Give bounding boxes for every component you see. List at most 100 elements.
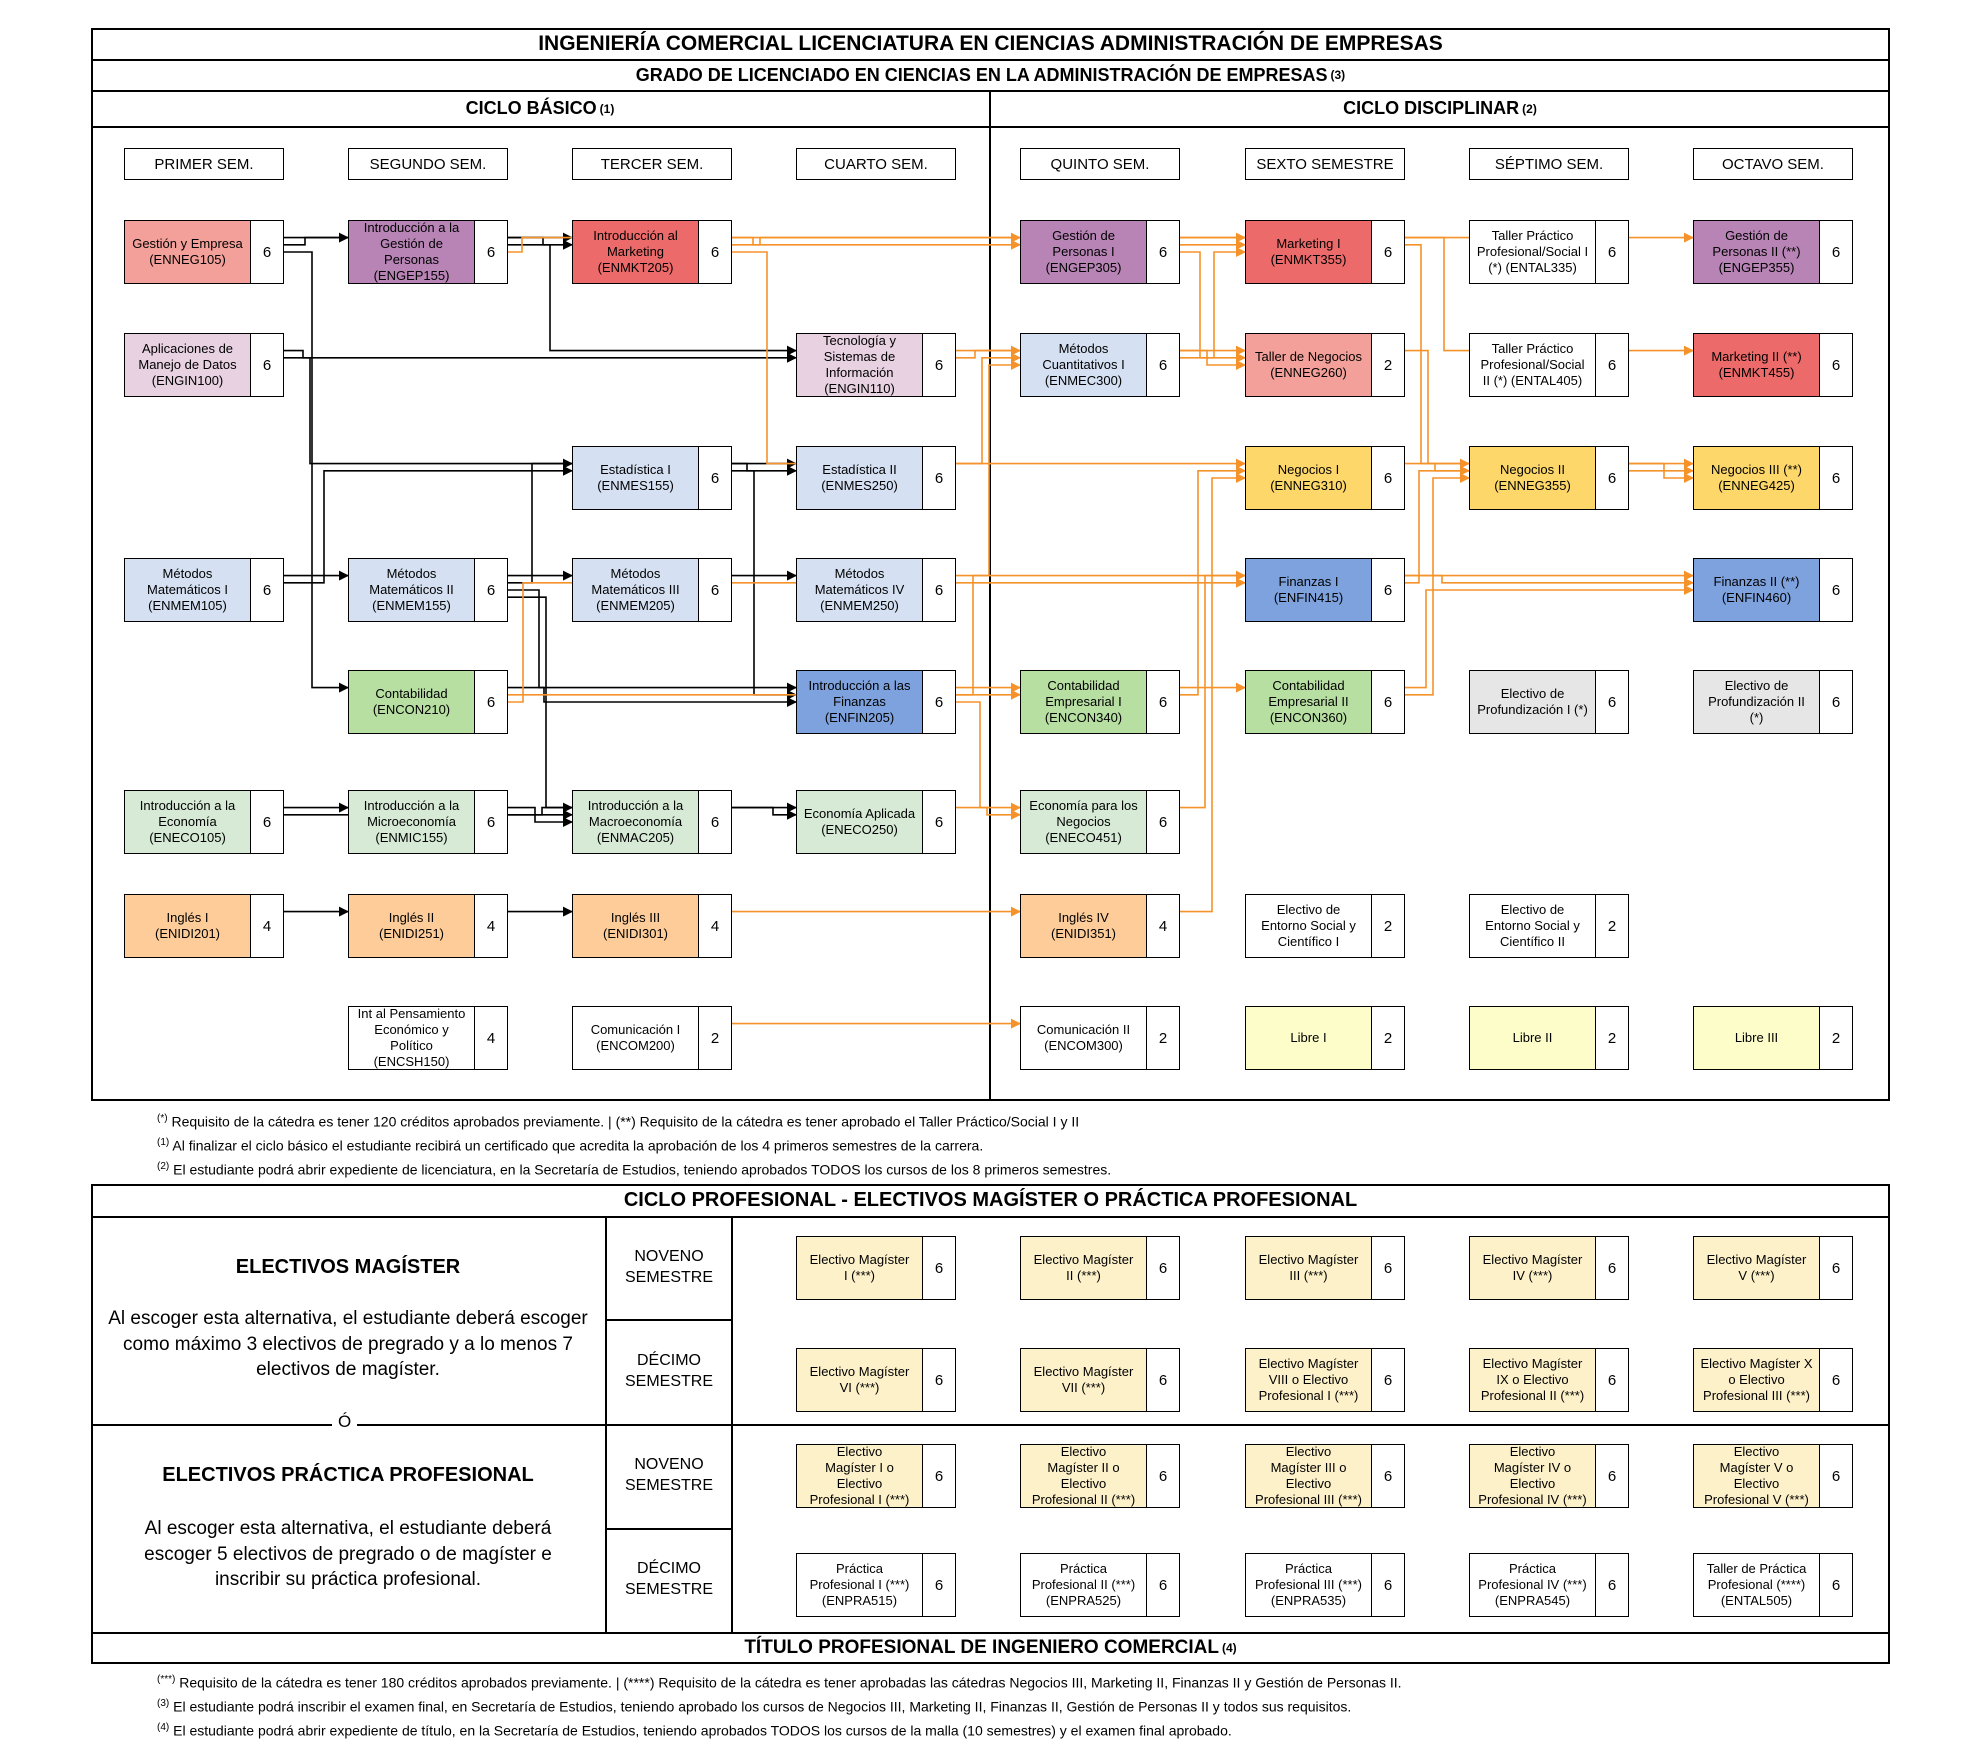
course-credits: 6 <box>1819 671 1852 733</box>
course-credits: 6 <box>698 791 731 853</box>
course-credits: 6 <box>1371 559 1404 621</box>
course-credits: 6 <box>1146 671 1179 733</box>
course-credits: 6 <box>474 559 507 621</box>
or-separator: Ó <box>332 1412 358 1432</box>
semester-header: CUARTO SEM. <box>796 148 956 180</box>
course-encom300: Comunicación II(ENCOM300)2 <box>1020 1006 1180 1070</box>
course-credits: 6 <box>922 1237 955 1299</box>
footnote-text: Requisito de la cátedra es tener 180 cré… <box>175 1674 1402 1691</box>
course-credits: 6 <box>1371 1445 1404 1507</box>
course-credits: 6 <box>250 559 283 621</box>
course-name: Inglés I(ENIDI201) <box>125 895 250 957</box>
course-enmkt355: Marketing I(ENMKT355)6 <box>1245 220 1405 284</box>
course-credits: 6 <box>1819 1237 1852 1299</box>
course-enmkt455: Marketing II (**)(ENMKT455)6 <box>1693 333 1853 397</box>
course-credits: 6 <box>922 1349 955 1411</box>
course-enneg105: Gestión y Empresa(ENNEG105)6 <box>124 220 284 284</box>
prerequisite-arrow <box>284 465 573 584</box>
course-credits: 6 <box>1595 1349 1628 1411</box>
course-credits: 6 <box>1819 1445 1852 1507</box>
prerequisite-arrow <box>284 357 573 469</box>
course-credits: 2 <box>1146 1007 1179 1069</box>
course-credits: 2 <box>1371 1007 1404 1069</box>
cycle-divider <box>989 91 991 1100</box>
prerequisite-arrow <box>956 352 1021 465</box>
prerequisite-arrow <box>732 251 1246 469</box>
subtitle: GRADO DE LICENCIADO EN CIENCIAS EN LA AD… <box>635 64 1346 85</box>
course-credits: 6 <box>922 1554 955 1616</box>
course-name: Comunicación II(ENCOM300) <box>1021 1007 1146 1069</box>
course-credits: 6 <box>1595 671 1628 733</box>
prerequisite-arrow <box>1629 462 1694 483</box>
course-credits: 6 <box>1595 1554 1628 1616</box>
practica-description: Al escoger esta alternativa, el estudian… <box>144 1518 552 1591</box>
course-credits: 6 <box>1371 447 1404 509</box>
course-credits: 6 <box>1146 791 1179 853</box>
course-credits: 6 <box>1819 1349 1852 1411</box>
course-name: Libre III <box>1694 1007 1819 1069</box>
prerequisite-arrow <box>956 360 1021 577</box>
prerequisite-arrow <box>284 251 349 693</box>
course-credits: 6 <box>698 221 731 283</box>
course-credits: 6 <box>1595 1237 1628 1299</box>
footnote-text: El estudiante podrá abrir expediente de … <box>169 1722 1232 1739</box>
course-name: Economía Aplicada(ENECO250) <box>797 791 922 853</box>
course-credits: 4 <box>474 1007 507 1069</box>
course-enmes250: Estadística II(ENMES250)6 <box>796 446 956 510</box>
course-credits: 6 <box>250 791 283 853</box>
footnote-text: El estudiante podrá inscribir el examen … <box>169 1698 1352 1715</box>
course-credits: 6 <box>1595 334 1628 396</box>
prerequisite-arrow <box>1405 244 1470 469</box>
course-name: Finanzas II (**)(ENFIN460) <box>1694 559 1819 621</box>
footnote: (2) El estudiante podrá abrir expediente… <box>157 1161 1111 1178</box>
course-credits: 6 <box>1146 1237 1179 1299</box>
main-title: INGENIERÍA COMERCIAL LICENCIATURA EN CIE… <box>538 31 1443 55</box>
course-name: Contabilidad(ENCON210) <box>349 671 474 733</box>
semester-header: SEXTO SEMESTRE <box>1245 148 1405 180</box>
course-credits: 6 <box>922 447 955 509</box>
prerequisite-arrow <box>732 232 1246 246</box>
prerequisite-arrow <box>1180 251 1246 363</box>
course-credits: 2 <box>1819 1007 1852 1069</box>
course-credits: 6 <box>1819 221 1852 283</box>
footnote: (4) El estudiante podrá abrir expediente… <box>157 1722 1232 1739</box>
course-name: Negocios III (**)(ENNEG425) <box>1694 447 1819 509</box>
footnote: (1) Al finalizar el ciclo básico el estu… <box>157 1137 983 1154</box>
footnote-text: Requisito de la cátedra es tener 120 cré… <box>167 1113 1080 1130</box>
course-name: Finanzas I(ENFIN415) <box>1246 559 1371 621</box>
course-credits: 6 <box>698 447 731 509</box>
